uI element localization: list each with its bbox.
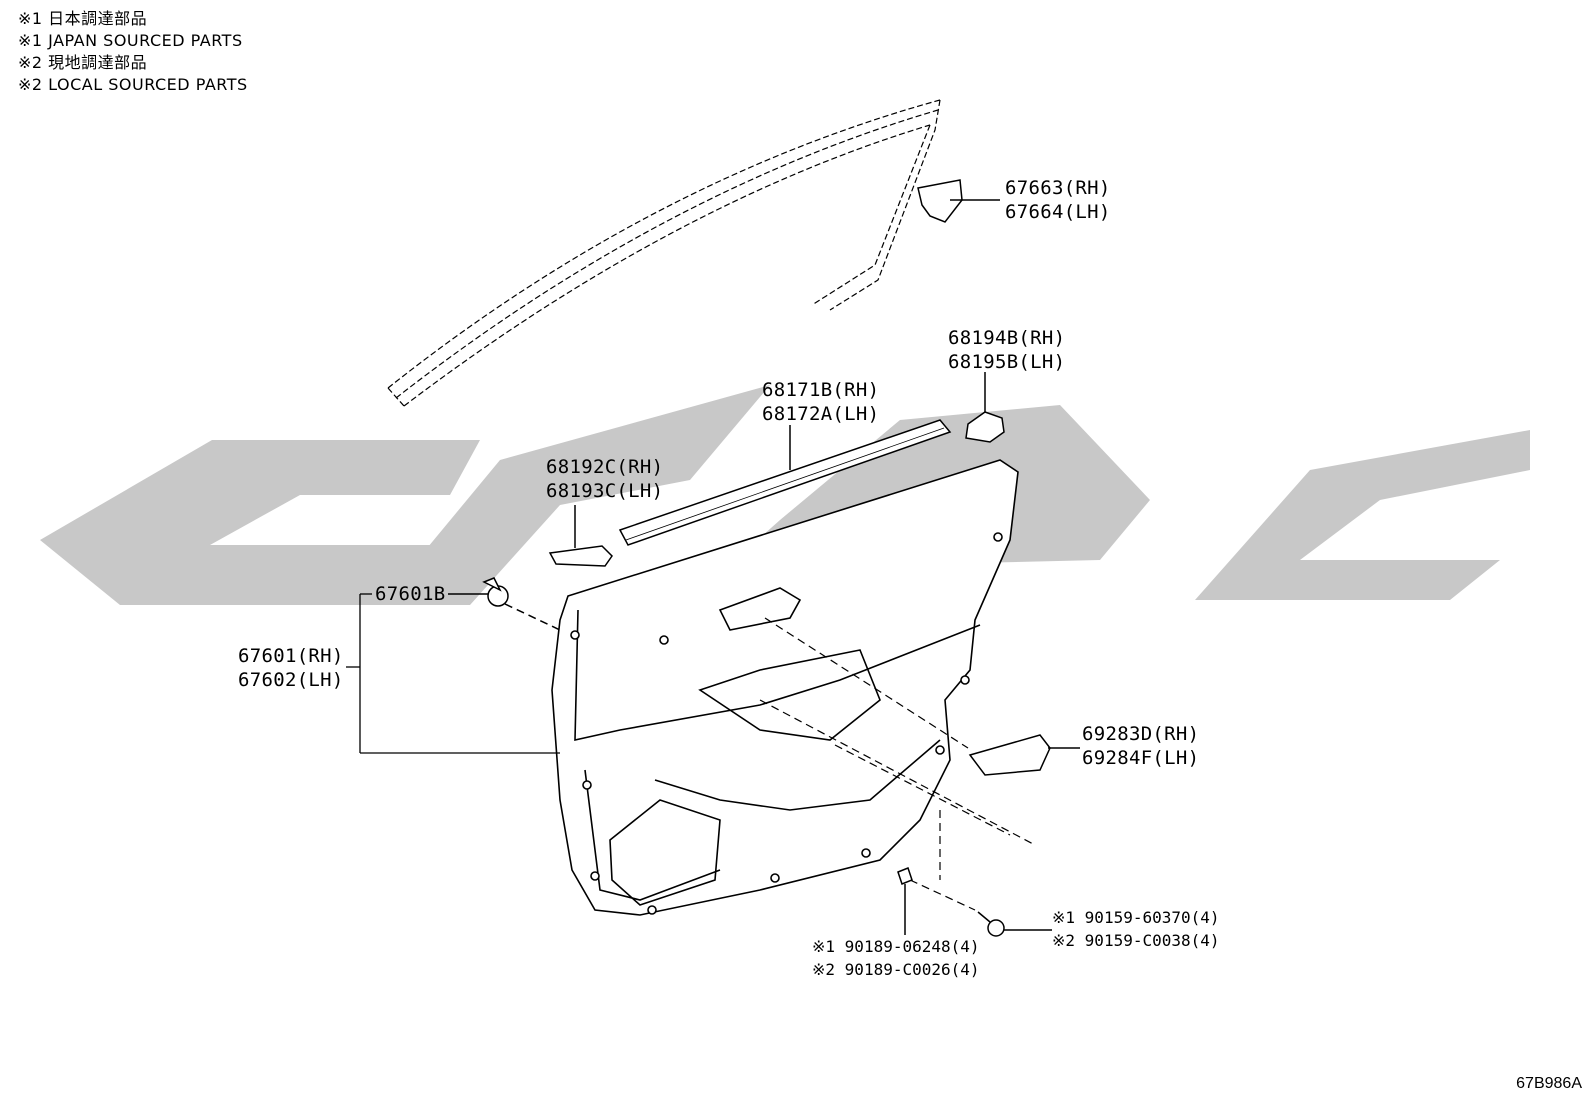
legend-line: ※1 日本調達部品 <box>18 9 148 28</box>
part-label-90189-06248[interactable]: ※1 90189-06248(4) <box>812 937 980 956</box>
part-label-67601b[interactable]: 67601B <box>375 583 446 605</box>
window-frame-outline <box>387 99 941 407</box>
legend-line: ※2 LOCAL SOURCED PARTS <box>18 75 248 94</box>
armrest-part <box>968 734 1080 776</box>
part-label-69283d[interactable]: 69283D(RH) <box>1082 723 1200 745</box>
screw-part-90159 <box>977 911 1052 937</box>
part-label-68194b[interactable]: 68194B(RH) <box>948 327 1066 349</box>
part-label-67663[interactable]: 67663(RH) <box>1005 177 1111 199</box>
door-trim-board <box>551 459 1019 916</box>
part-label-68195b[interactable]: 68195B(LH) <box>948 351 1066 373</box>
legend-line: ※2 現地調達部品 <box>18 53 148 72</box>
legend: ※1 日本調達部品 ※1 JAPAN SOURCED PARTS ※2 現地調達… <box>18 8 248 96</box>
part-label-69284f[interactable]: 69284F(LH) <box>1082 747 1200 769</box>
corner-cover-part <box>917 179 1000 223</box>
legend-line: ※1 JAPAN SOURCED PARTS <box>18 31 243 50</box>
drawing-code: 67B986A <box>1516 1075 1582 1092</box>
part-label-90159-60370[interactable]: ※1 90159-60370(4) <box>1052 908 1220 927</box>
assembly-lines <box>759 617 1036 911</box>
belt-weatherstrip-part <box>618 419 952 546</box>
part-label-68171b[interactable]: 68171B(RH) <box>762 379 880 401</box>
part-label-68192c[interactable]: 68192C(RH) <box>546 456 664 478</box>
part-label-90189-c0026[interactable]: ※2 90189-C0026(4) <box>812 960 980 979</box>
part-label-68193c[interactable]: 68193C(LH) <box>546 480 664 502</box>
clip-part-68194 <box>965 372 1005 443</box>
part-label-67601[interactable]: 67601(RH) <box>238 645 344 667</box>
part-label-67602[interactable]: 67602(LH) <box>238 669 344 691</box>
part-label-90159-c0038[interactable]: ※2 90159-C0038(4) <box>1052 931 1220 950</box>
clip-part-67601b <box>448 577 561 631</box>
clip-part-90189 <box>897 867 913 935</box>
garnish-part-68192 <box>548 505 613 567</box>
part-label-68172a[interactable]: 68172A(LH) <box>762 403 880 425</box>
label-bracket <box>346 593 560 754</box>
part-label-67664[interactable]: 67664(LH) <box>1005 201 1111 223</box>
